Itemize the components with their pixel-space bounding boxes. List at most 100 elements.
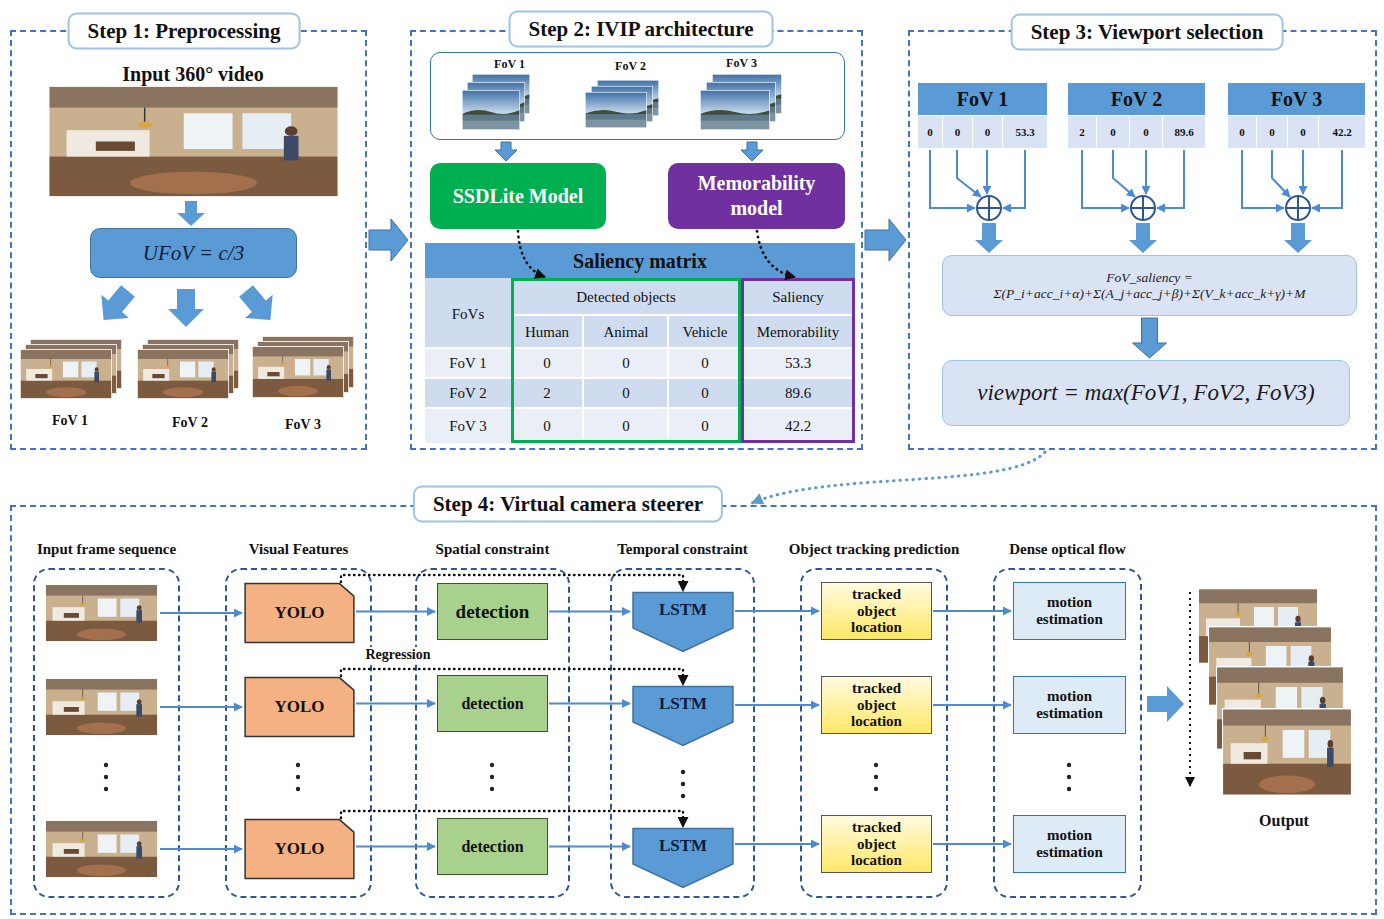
drawn-shape	[957, 150, 981, 197]
node-text: 0	[622, 418, 630, 435]
dot-shape	[296, 763, 300, 767]
output-frame	[1198, 588, 1318, 664]
connector-line	[735, 610, 819, 612]
drawn-shape	[1284, 223, 1312, 253]
text-label: FoV 3	[285, 417, 321, 433]
node-text: FoV 2	[1068, 83, 1205, 115]
dot-shape	[104, 763, 108, 767]
text-holder: 0	[622, 385, 630, 402]
text-holder: Animal	[604, 324, 649, 341]
detection-block: detection	[437, 583, 548, 640]
dot-shape	[977, 196, 1001, 220]
node-text: FoV_saliency = Σ(P_i+acc_i+α)+Σ(A_j+acc_…	[953, 270, 1346, 302]
lstm-block: LSTM	[632, 686, 734, 746]
dot-shape	[1067, 763, 1071, 767]
node-text: FoVs	[452, 306, 485, 323]
connector-line	[341, 575, 683, 591]
node-text: 0	[701, 355, 709, 372]
connector-line	[735, 843, 819, 845]
text-label: Input 360° video	[122, 63, 263, 86]
sum-symbol	[1131, 196, 1155, 220]
text-holder: FoV 3	[285, 417, 321, 433]
fov-score-card: FoV 300042.2	[1228, 83, 1365, 149]
stage-column: Visual FeaturesYOLOYOLOYOLO	[225, 568, 372, 898]
fov-score-card: FoV 220089.6	[1068, 83, 1205, 149]
tracking-block: tracked object location	[821, 676, 932, 734]
drawn-shape	[160, 706, 242, 708]
yolo-shape	[245, 678, 354, 737]
output-frame	[1208, 626, 1332, 706]
dot-shape	[104, 775, 108, 779]
block-arrow	[369, 219, 408, 261]
text-holder: 0	[543, 355, 551, 372]
cell-holder: 0	[1130, 116, 1162, 148]
cell-holder: 0	[1257, 116, 1287, 148]
result-box: viewport = max(FoV1, FoV2, FoV3)	[942, 360, 1350, 426]
frame-photo	[252, 346, 344, 398]
frame-photo	[147, 339, 239, 389]
heading-box: Step 1: Preprocessing	[68, 13, 301, 50]
node-text: Detected objects	[576, 289, 676, 306]
heading-text: Object tracking prediction	[789, 541, 960, 558]
stage-panel: Step 3: Viewport selectionFoV 100053.3Fo…	[908, 30, 1377, 450]
input-arrows	[160, 613, 242, 849]
node-text: motion estimation	[1022, 688, 1117, 723]
node-text: 2	[543, 385, 551, 402]
cell-holder: 0	[918, 116, 942, 148]
drawn-shape	[1082, 150, 1129, 208]
heading-text: Temporal constraint	[617, 541, 748, 558]
node-text: 0	[622, 355, 630, 372]
frame-photo	[472, 74, 530, 114]
dot-shape	[681, 782, 685, 786]
dot-shape	[874, 763, 878, 767]
stage-panel: Step 2: IVIP architectureFoV 1FoV 2FoV 3…	[410, 30, 863, 450]
text-holder: 89.6	[785, 385, 811, 402]
detected-objects-group: Detected objectsHumanAnimalVehicle000200…	[511, 278, 741, 443]
panorama-photo	[47, 85, 340, 198]
drawn-shape	[975, 223, 1003, 253]
node-text: LSTM	[659, 600, 707, 620]
heading-box: Visual Features	[247, 541, 351, 558]
node-text: Saliency matrix	[573, 250, 707, 273]
node-text: 42.2	[785, 418, 811, 435]
node-text: LSTM	[659, 836, 707, 856]
drawn-shape	[1286, 196, 1310, 220]
cell-holder: 0	[973, 116, 1002, 148]
drawn-shape	[232, 279, 284, 331]
split-arrow	[232, 279, 284, 331]
dot-shape	[1067, 775, 1071, 779]
ellipsis-dots	[104, 763, 1071, 798]
node-text: SSDLite Model	[453, 185, 584, 208]
split-arrow	[90, 279, 142, 331]
motion-block: motion estimation	[1013, 815, 1126, 873]
node-text: Animal	[604, 324, 649, 341]
node-text: 0	[973, 116, 1002, 148]
drawn-shape	[1113, 150, 1135, 197]
cell-holder: 2	[1068, 116, 1096, 148]
drawn-shape	[1131, 196, 1155, 220]
frame-photo	[30, 339, 122, 389]
connector-line	[549, 611, 630, 613]
connector-line	[356, 611, 435, 613]
node-text: 0	[1257, 116, 1287, 148]
memorability-group: SaliencyMemorability53.389.642.2	[741, 278, 855, 443]
node-text: tracked object location	[835, 680, 918, 730]
yolo-block: YOLO	[244, 819, 355, 879]
node-text: UFoV = c/3	[143, 241, 244, 266]
node-text: 2	[1068, 116, 1096, 148]
heading-box: Dense optical flow	[1007, 541, 1128, 558]
text-label: FoV 1	[52, 413, 88, 429]
node-text: 0	[1130, 116, 1162, 148]
stage-panel: Step 1: PreprocessingUFoV = c/3	[10, 30, 367, 450]
drawn-shape	[1272, 150, 1290, 197]
heading-text: Visual Features	[249, 541, 349, 558]
heading-box: Object tracking prediction	[787, 541, 962, 558]
text-holder: Input 360° video	[122, 63, 263, 86]
node-text: FoV 3	[1228, 83, 1365, 115]
formula-box: UFoV = c/3	[90, 228, 297, 278]
block-arrow	[865, 219, 906, 261]
detection-block: detection	[437, 675, 548, 732]
text-holder: Output	[1259, 812, 1309, 830]
cell-holder: 0	[1228, 116, 1256, 148]
